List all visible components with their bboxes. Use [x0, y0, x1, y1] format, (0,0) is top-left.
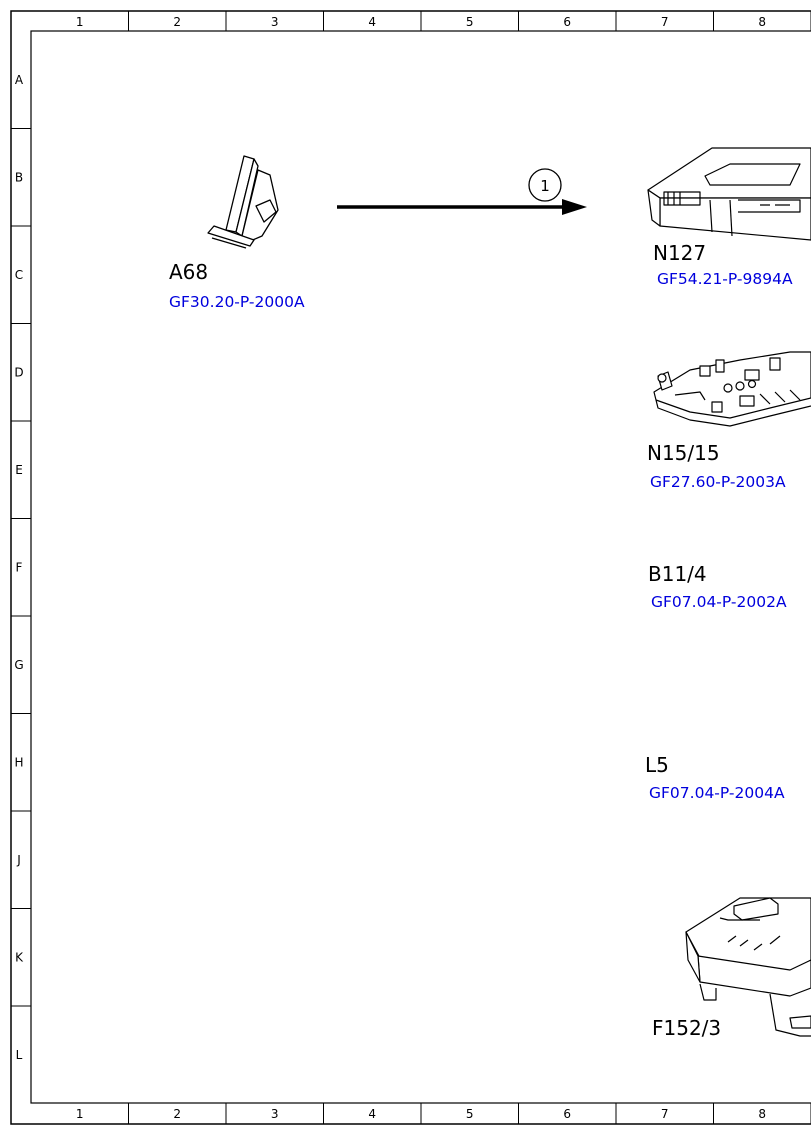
- row-dividers: [11, 128, 31, 1007]
- row-labels: A B C D E F G H J K L: [14, 73, 24, 1062]
- outer-frame: [10, 10, 811, 1125]
- row-label: D: [14, 365, 23, 379]
- component-id-f152-3: F152/3: [652, 1016, 722, 1040]
- row-label: C: [15, 268, 23, 282]
- column-label: 4: [368, 15, 376, 29]
- reference-link-l5[interactable]: GF07.04-P-2004A: [649, 784, 785, 802]
- column-label: 5: [466, 1107, 474, 1121]
- column-label: 4: [368, 1107, 376, 1121]
- n15-15-control-board-icon[interactable]: [653, 351, 811, 427]
- component-id-n127: N127: [653, 241, 707, 265]
- column-label: 7: [661, 15, 669, 29]
- connection-number-badge: 1: [528, 168, 562, 202]
- component-id-b11-4: B11/4: [648, 562, 707, 586]
- connection-number: 1: [540, 177, 550, 195]
- row-label: A: [15, 73, 24, 87]
- column-label: 1: [76, 1107, 84, 1121]
- row-label: E: [15, 463, 23, 477]
- column-label: 2: [173, 15, 181, 29]
- component-id-a68: A68: [169, 260, 209, 284]
- column-label: 2: [173, 1107, 181, 1121]
- column-label: 3: [271, 15, 279, 29]
- column-label: 1: [76, 15, 84, 29]
- row-label: H: [14, 755, 23, 769]
- reference-link-b11-4[interactable]: GF07.04-P-2002A: [651, 593, 787, 611]
- reference-link-a68[interactable]: GF30.20-P-2000A: [169, 293, 305, 311]
- column-labels-bottom: 1 2 3 4 5 6 7 8: [76, 1107, 766, 1121]
- column-label: 8: [758, 15, 766, 29]
- accelerator-pedal-icon[interactable]: [207, 155, 279, 249]
- connection-arrow: [337, 199, 587, 215]
- column-dividers: [128, 11, 811, 1124]
- column-label: 6: [563, 1107, 571, 1121]
- row-label: J: [16, 853, 21, 867]
- f152-3-module-icon[interactable]: [685, 897, 811, 1037]
- row-label: K: [15, 950, 24, 964]
- reference-link-n127[interactable]: GF54.21-P-9894A: [657, 270, 793, 288]
- row-label: F: [16, 560, 23, 574]
- column-label: 6: [563, 15, 571, 29]
- component-id-l5: L5: [645, 753, 669, 777]
- row-label: L: [16, 1048, 23, 1062]
- column-label: 5: [466, 15, 474, 29]
- reference-link-n15-15[interactable]: GF27.60-P-2003A: [650, 473, 786, 491]
- inner-frame: [30, 30, 811, 1104]
- component-id-n15-15: N15/15: [647, 441, 720, 465]
- column-labels-top: 1 2 3 4 5 6 7 8: [76, 15, 766, 29]
- column-label: 8: [758, 1107, 766, 1121]
- column-label: 7: [661, 1107, 669, 1121]
- row-label: G: [14, 658, 23, 672]
- n127-control-unit-icon[interactable]: [647, 147, 811, 241]
- column-label: 3: [271, 1107, 279, 1121]
- row-label: B: [15, 170, 23, 184]
